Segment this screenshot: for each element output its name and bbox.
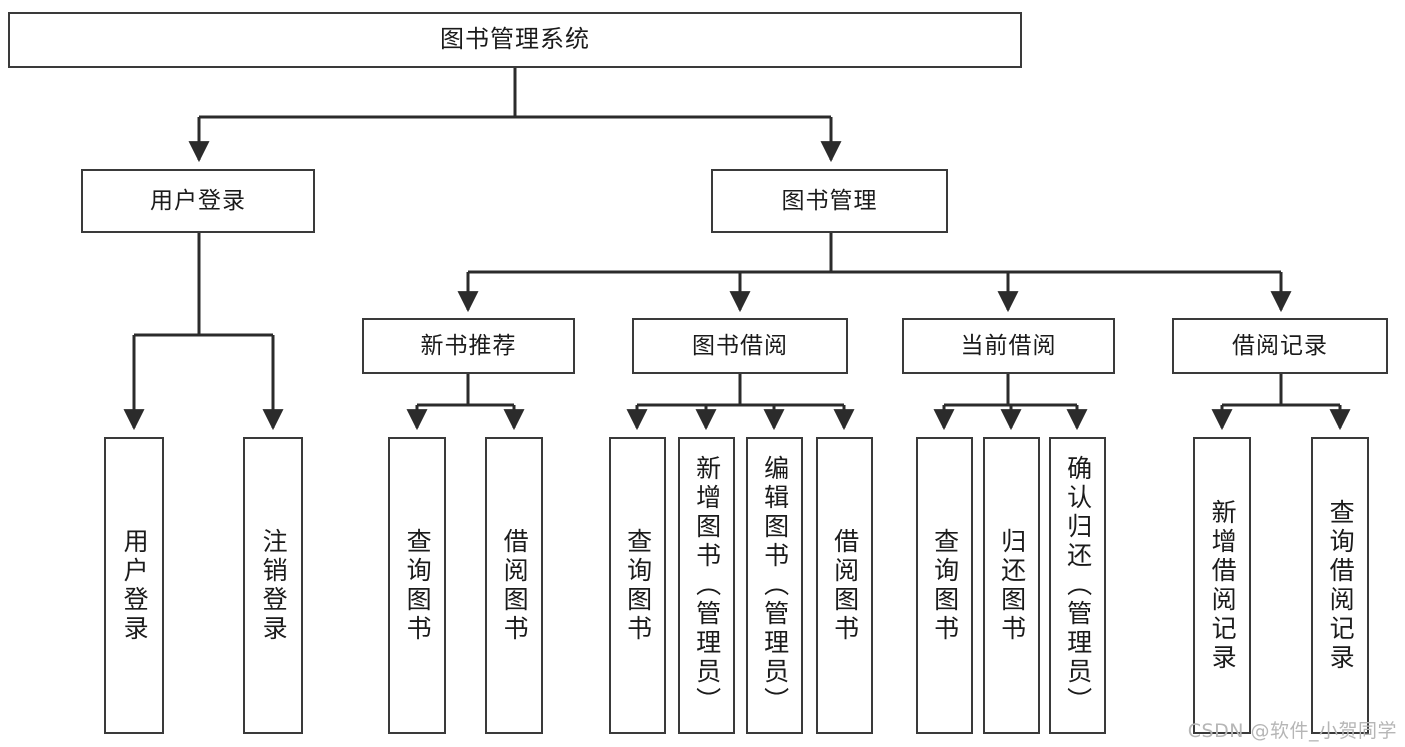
node-current-borrow-label: 当前借阅 [960, 332, 1057, 359]
node-leaf-query-book-2-label: 查询图书 [623, 527, 653, 644]
node-book-manage-label: 图书管理 [781, 187, 878, 214]
node-current-borrow[interactable]: 当前借阅 [902, 318, 1115, 374]
node-borrow-record[interactable]: 借阅记录 [1172, 318, 1388, 374]
node-borrow-record-label: 借阅记录 [1232, 332, 1328, 359]
node-new-book-recommend[interactable]: 新书推荐 [362, 318, 575, 374]
node-leaf-query-book-3-label: 查询图书 [930, 527, 960, 644]
node-root-label: 图书管理系统 [440, 25, 590, 54]
node-leaf-query-book-1-label: 查询图书 [403, 527, 433, 644]
node-leaf-query-book-1[interactable]: 查询图书 [388, 437, 446, 734]
node-leaf-logout-login[interactable]: 注销登录 [243, 437, 303, 734]
node-leaf-logout-login-label: 注销登录 [259, 527, 289, 644]
node-book-borrow[interactable]: 图书借阅 [632, 318, 848, 374]
node-leaf-query-record[interactable]: 查询借阅记录 [1311, 437, 1369, 734]
node-book-manage[interactable]: 图书管理 [711, 169, 948, 233]
node-new-book-recommend-label: 新书推荐 [420, 332, 517, 359]
node-leaf-add-record[interactable]: 新增借阅记录 [1193, 437, 1251, 734]
node-leaf-query-book-2[interactable]: 查询图书 [609, 437, 666, 734]
node-leaf-confirm-return[interactable]: 确认归还（管理员） [1049, 437, 1106, 734]
node-user-login[interactable]: 用户登录 [81, 169, 315, 233]
node-leaf-confirm-return-label: 确认归还（管理员） [1063, 455, 1093, 716]
node-leaf-edit-book[interactable]: 编辑图书（管理员） [746, 437, 803, 734]
node-leaf-borrow-book-2-label: 借阅图书 [830, 527, 860, 644]
node-leaf-add-book[interactable]: 新增图书（管理员） [678, 437, 735, 734]
node-leaf-borrow-book-1[interactable]: 借阅图书 [485, 437, 543, 734]
node-leaf-borrow-book-1-label: 借阅图书 [500, 527, 530, 644]
node-leaf-user-login-label: 用户登录 [120, 527, 150, 644]
node-leaf-edit-book-label: 编辑图书（管理员） [760, 455, 790, 716]
node-leaf-query-book-3[interactable]: 查询图书 [916, 437, 973, 734]
node-leaf-borrow-book-2[interactable]: 借阅图书 [816, 437, 873, 734]
node-leaf-return-book-label: 归还图书 [997, 527, 1027, 644]
node-book-borrow-label: 图书借阅 [692, 332, 788, 359]
node-leaf-query-record-label: 查询借阅记录 [1326, 498, 1356, 673]
node-leaf-user-login[interactable]: 用户登录 [104, 437, 164, 734]
node-root[interactable]: 图书管理系统 [8, 12, 1022, 68]
node-leaf-return-book[interactable]: 归还图书 [983, 437, 1040, 734]
node-leaf-add-book-label: 新增图书（管理员） [692, 455, 722, 716]
csdn-watermark: CSDN @软件_小贺同学 [1187, 720, 1397, 742]
node-user-login-label: 用户登录 [150, 187, 246, 214]
node-leaf-add-record-label: 新增借阅记录 [1208, 498, 1238, 673]
